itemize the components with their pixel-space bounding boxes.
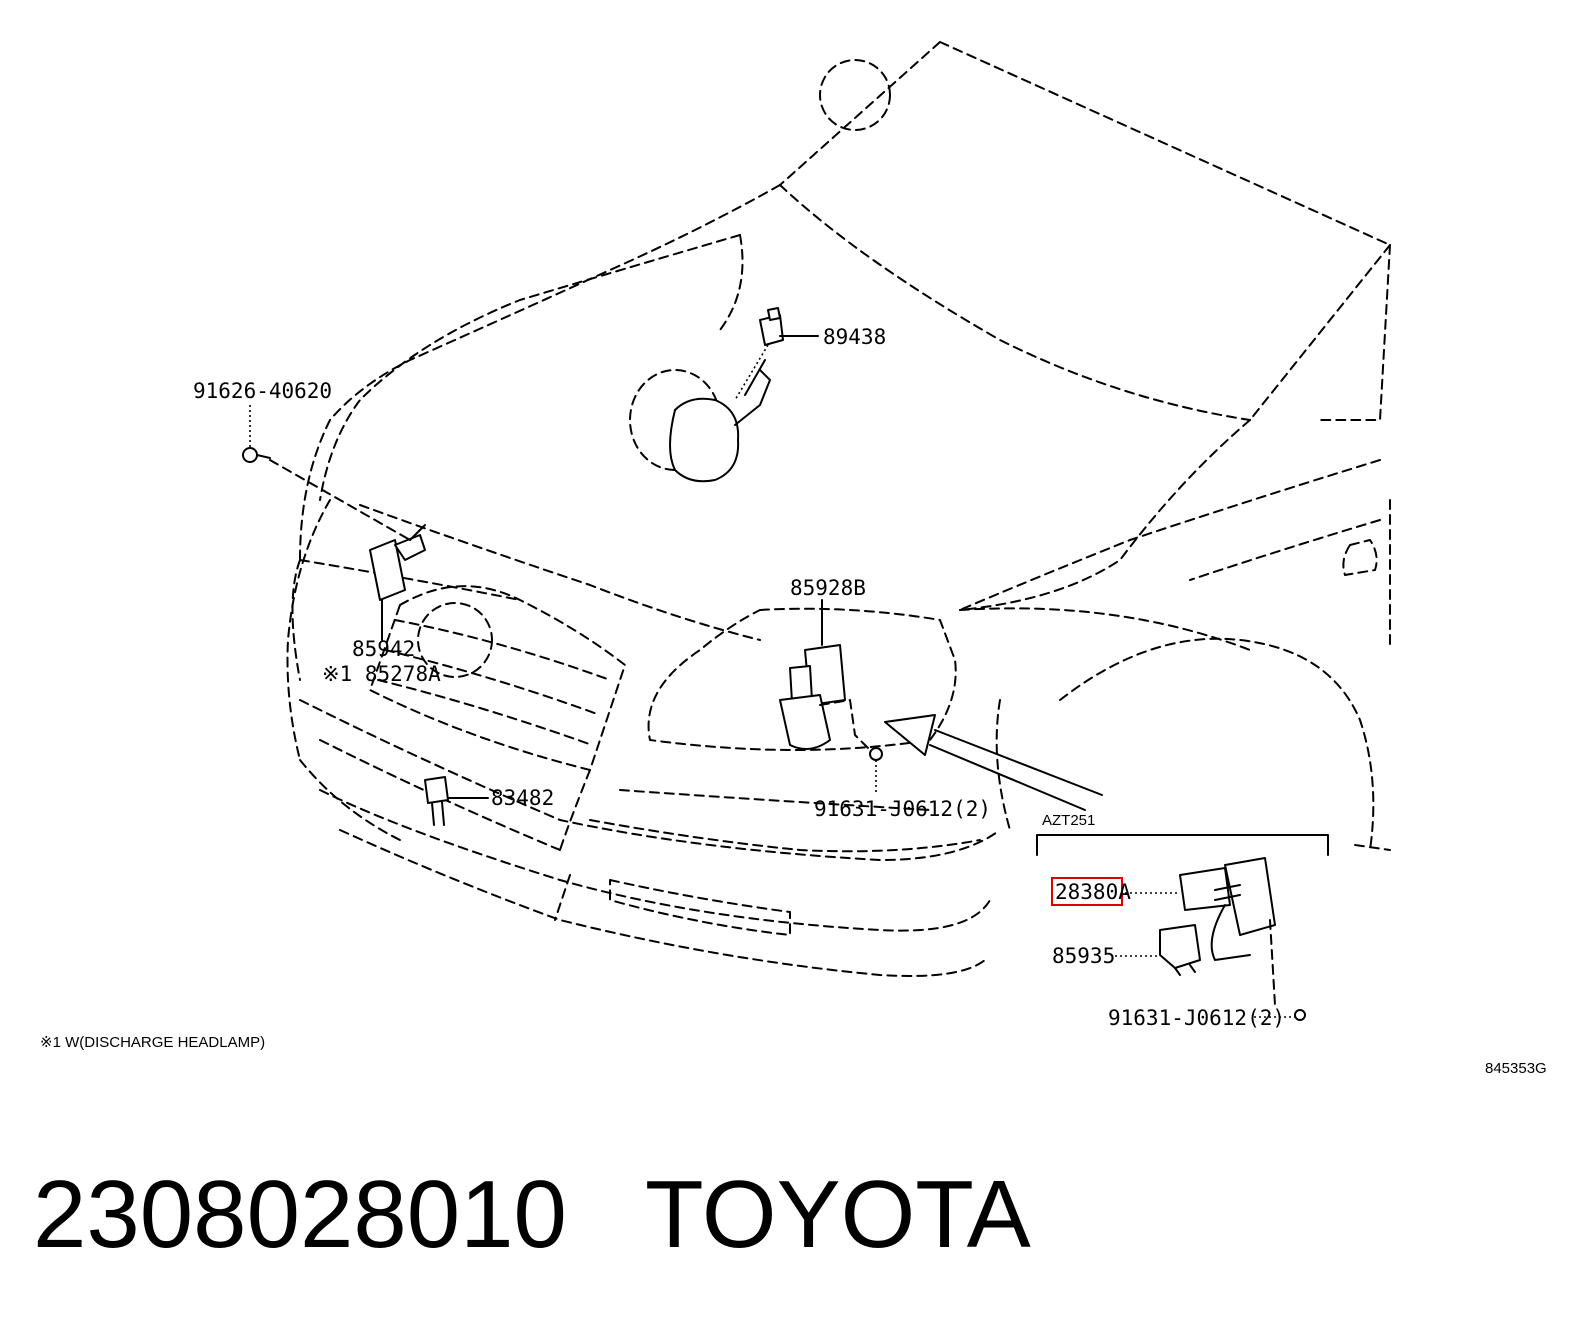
car-body-outline: [286, 41, 1391, 977]
callout-85928B[interactable]: 85928B: [790, 576, 866, 600]
callout-89438[interactable]: 89438: [823, 325, 886, 349]
callout-91626-40620[interactable]: 91626-40620: [193, 379, 332, 403]
bolt-91626-part: [242, 447, 411, 541]
callout-85942[interactable]: 85942: [352, 637, 415, 661]
callout-28380A[interactable]: 28380A: [1055, 880, 1131, 904]
azt251-inset: [1036, 834, 1329, 1021]
callout-83482[interactable]: 83482: [491, 786, 554, 810]
module-85942-part: [369, 524, 426, 601]
callout-85935[interactable]: 85935: [1052, 944, 1115, 968]
callout-91631-J0612-lower[interactable]: 91631-J0612(2): [1108, 1006, 1285, 1030]
brand-name: TOYOTA: [645, 1161, 1031, 1268]
callout-28380A-highlight-box: [1051, 877, 1123, 906]
sensor-83482-part: [424, 776, 449, 826]
pointer-arrow: [884, 714, 1103, 811]
horn-assembly: [629, 359, 771, 483]
diagram-code: 845353G: [1485, 1060, 1547, 1077]
part-number: 2308028010: [33, 1161, 567, 1268]
callout-91631-J0612-upper[interactable]: 91631-J0612(2): [814, 797, 991, 821]
variant-label: AZT251: [1042, 812, 1095, 829]
leader-lines: [249, 335, 1295, 1018]
actuator-85928B-part: [779, 644, 883, 795]
footnote: ※1 W(DISCHARGE HEADLAMP): [40, 1034, 265, 1051]
sensor-89438-part: [734, 307, 784, 401]
callout-85278A[interactable]: ※1 85278A: [322, 662, 441, 686]
